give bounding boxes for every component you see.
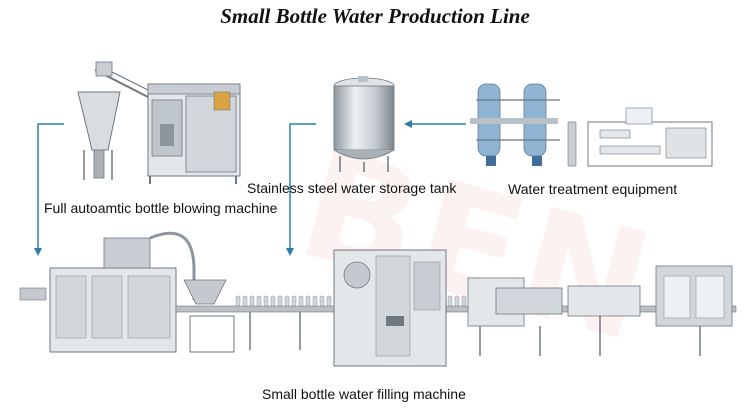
bottle	[249, 295, 255, 307]
filling-production-line	[19, 231, 737, 367]
bottle	[256, 295, 262, 307]
label-filling-machine: Small bottle water filling machine	[262, 386, 466, 402]
water-treatment-equipment	[470, 83, 713, 167]
label-storage-tank: Stainless steel water storage tank	[247, 180, 457, 196]
bottle	[235, 295, 241, 307]
bottle	[291, 295, 297, 307]
arrow-blowing-to-line	[34, 123, 64, 256]
bottle	[312, 295, 318, 307]
bottle	[242, 295, 248, 307]
bottle	[461, 295, 467, 307]
bottle	[277, 295, 283, 307]
bottle	[454, 295, 460, 307]
bottle	[326, 295, 332, 307]
diagram-title: Small Bottle Water Production Line	[220, 4, 530, 28]
label-blowing-machine: Full autoamtic bottle blowing machine	[44, 200, 278, 216]
arrow-tank-to-filling	[286, 123, 316, 256]
bottle-row	[235, 295, 467, 307]
bottle	[305, 295, 311, 307]
water-storage-tank	[333, 76, 395, 172]
bottle	[270, 295, 276, 307]
bottle	[284, 295, 290, 307]
flow-arrows	[34, 120, 466, 256]
bottle	[298, 295, 304, 307]
bottle	[319, 295, 325, 307]
label-water-treatment: Water treatment equipment	[508, 181, 678, 197]
bottle	[263, 295, 269, 307]
bottle	[447, 295, 453, 307]
bottle-blowing-machine	[77, 61, 241, 184]
